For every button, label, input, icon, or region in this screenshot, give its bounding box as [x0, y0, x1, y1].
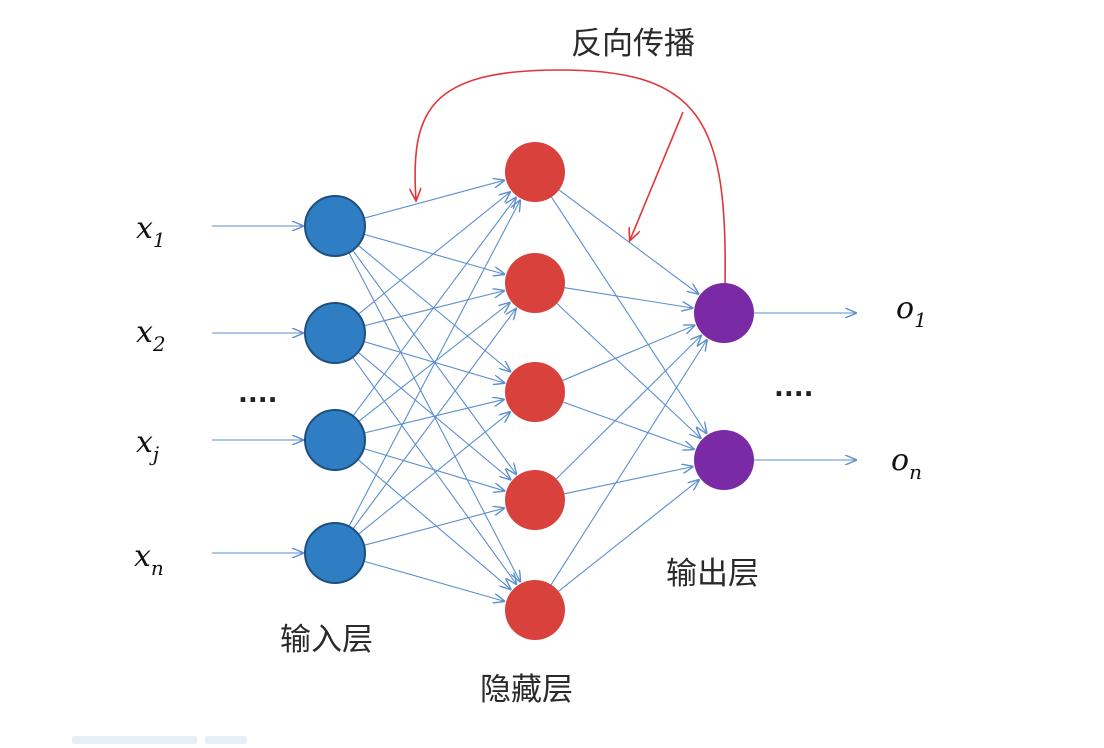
input-label-xj: xj: [136, 425, 159, 466]
backprop-arc: [415, 69, 727, 286]
input-hidden-connection: [348, 252, 520, 582]
input-hidden-connection: [364, 399, 504, 434]
input-hidden-connection: [363, 508, 504, 546]
backprop-branch: [630, 111, 684, 240]
hidden-output-connection: [550, 340, 707, 585]
output-ellipsis: ....: [774, 373, 814, 403]
input-node: [304, 195, 366, 257]
input-hidden-connection: [358, 303, 510, 422]
input-node: [304, 409, 366, 471]
input-label-xn: xn: [134, 539, 164, 580]
input-label-x1: x1: [136, 211, 166, 252]
output-node: [694, 430, 754, 490]
hidden-node: [505, 580, 565, 640]
output-node: [694, 283, 754, 343]
output-layer-label: 输出层: [666, 556, 759, 592]
input-hidden-connection: [358, 192, 510, 315]
hidden-output-connection: [564, 287, 693, 308]
output-label-on: on: [891, 443, 922, 484]
input-hidden-connection: [352, 357, 517, 584]
hidden-output-connection: [562, 325, 695, 381]
hidden-node: [505, 470, 565, 530]
hidden-output-connection: [558, 189, 698, 294]
input-node: [304, 522, 366, 584]
input-hidden-connection: [363, 448, 505, 491]
hidden-layer-label: 隐藏层: [480, 672, 573, 708]
input-hidden-connection: [348, 200, 520, 527]
input-ellipsis: ....: [238, 379, 278, 409]
input-hidden-connection: [363, 291, 504, 327]
hidden-output-connection: [563, 401, 694, 449]
input-label-x2: x2: [136, 315, 166, 356]
bottom-strip-right: [205, 736, 247, 744]
input-hidden-connection: [352, 309, 516, 530]
input-layer-label: 输入层: [280, 622, 373, 658]
bottom-strip-left: [72, 736, 197, 744]
hidden-output-connection: [550, 196, 706, 433]
input-hidden-connection: [358, 412, 510, 535]
input-node: [304, 302, 366, 364]
output-label-o1: o1: [896, 291, 927, 332]
backprop-label: 反向传播: [571, 26, 695, 62]
input-hidden-connection: [363, 180, 504, 219]
hidden-node: [505, 253, 565, 313]
nodes-group: [304, 142, 754, 640]
hidden-node: [505, 362, 565, 422]
input-hidden-connection: [363, 233, 504, 274]
input-hidden-connection: [357, 459, 511, 589]
hidden-output-connection: [558, 480, 698, 592]
hidden-output-connection: [556, 303, 701, 439]
hidden-node: [505, 142, 565, 202]
hidden-output-connection: [555, 336, 701, 480]
input-hidden-connection: [352, 198, 516, 417]
hidden-output-connection: [564, 467, 692, 495]
backprop-arrows: [415, 69, 727, 286]
input-hidden-connection: [363, 560, 504, 601]
